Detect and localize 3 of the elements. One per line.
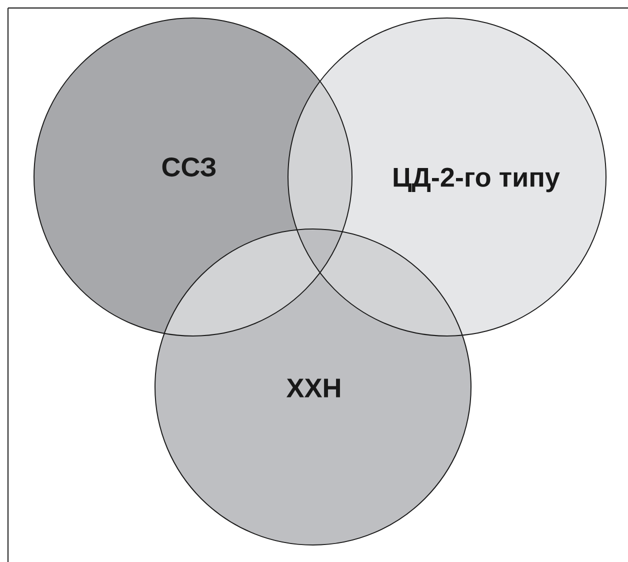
circle-label: ЦД-2-го типу <box>394 168 560 192</box>
circle-label: ССЗ <box>162 157 216 177</box>
circle-label: ХХН <box>286 378 340 398</box>
